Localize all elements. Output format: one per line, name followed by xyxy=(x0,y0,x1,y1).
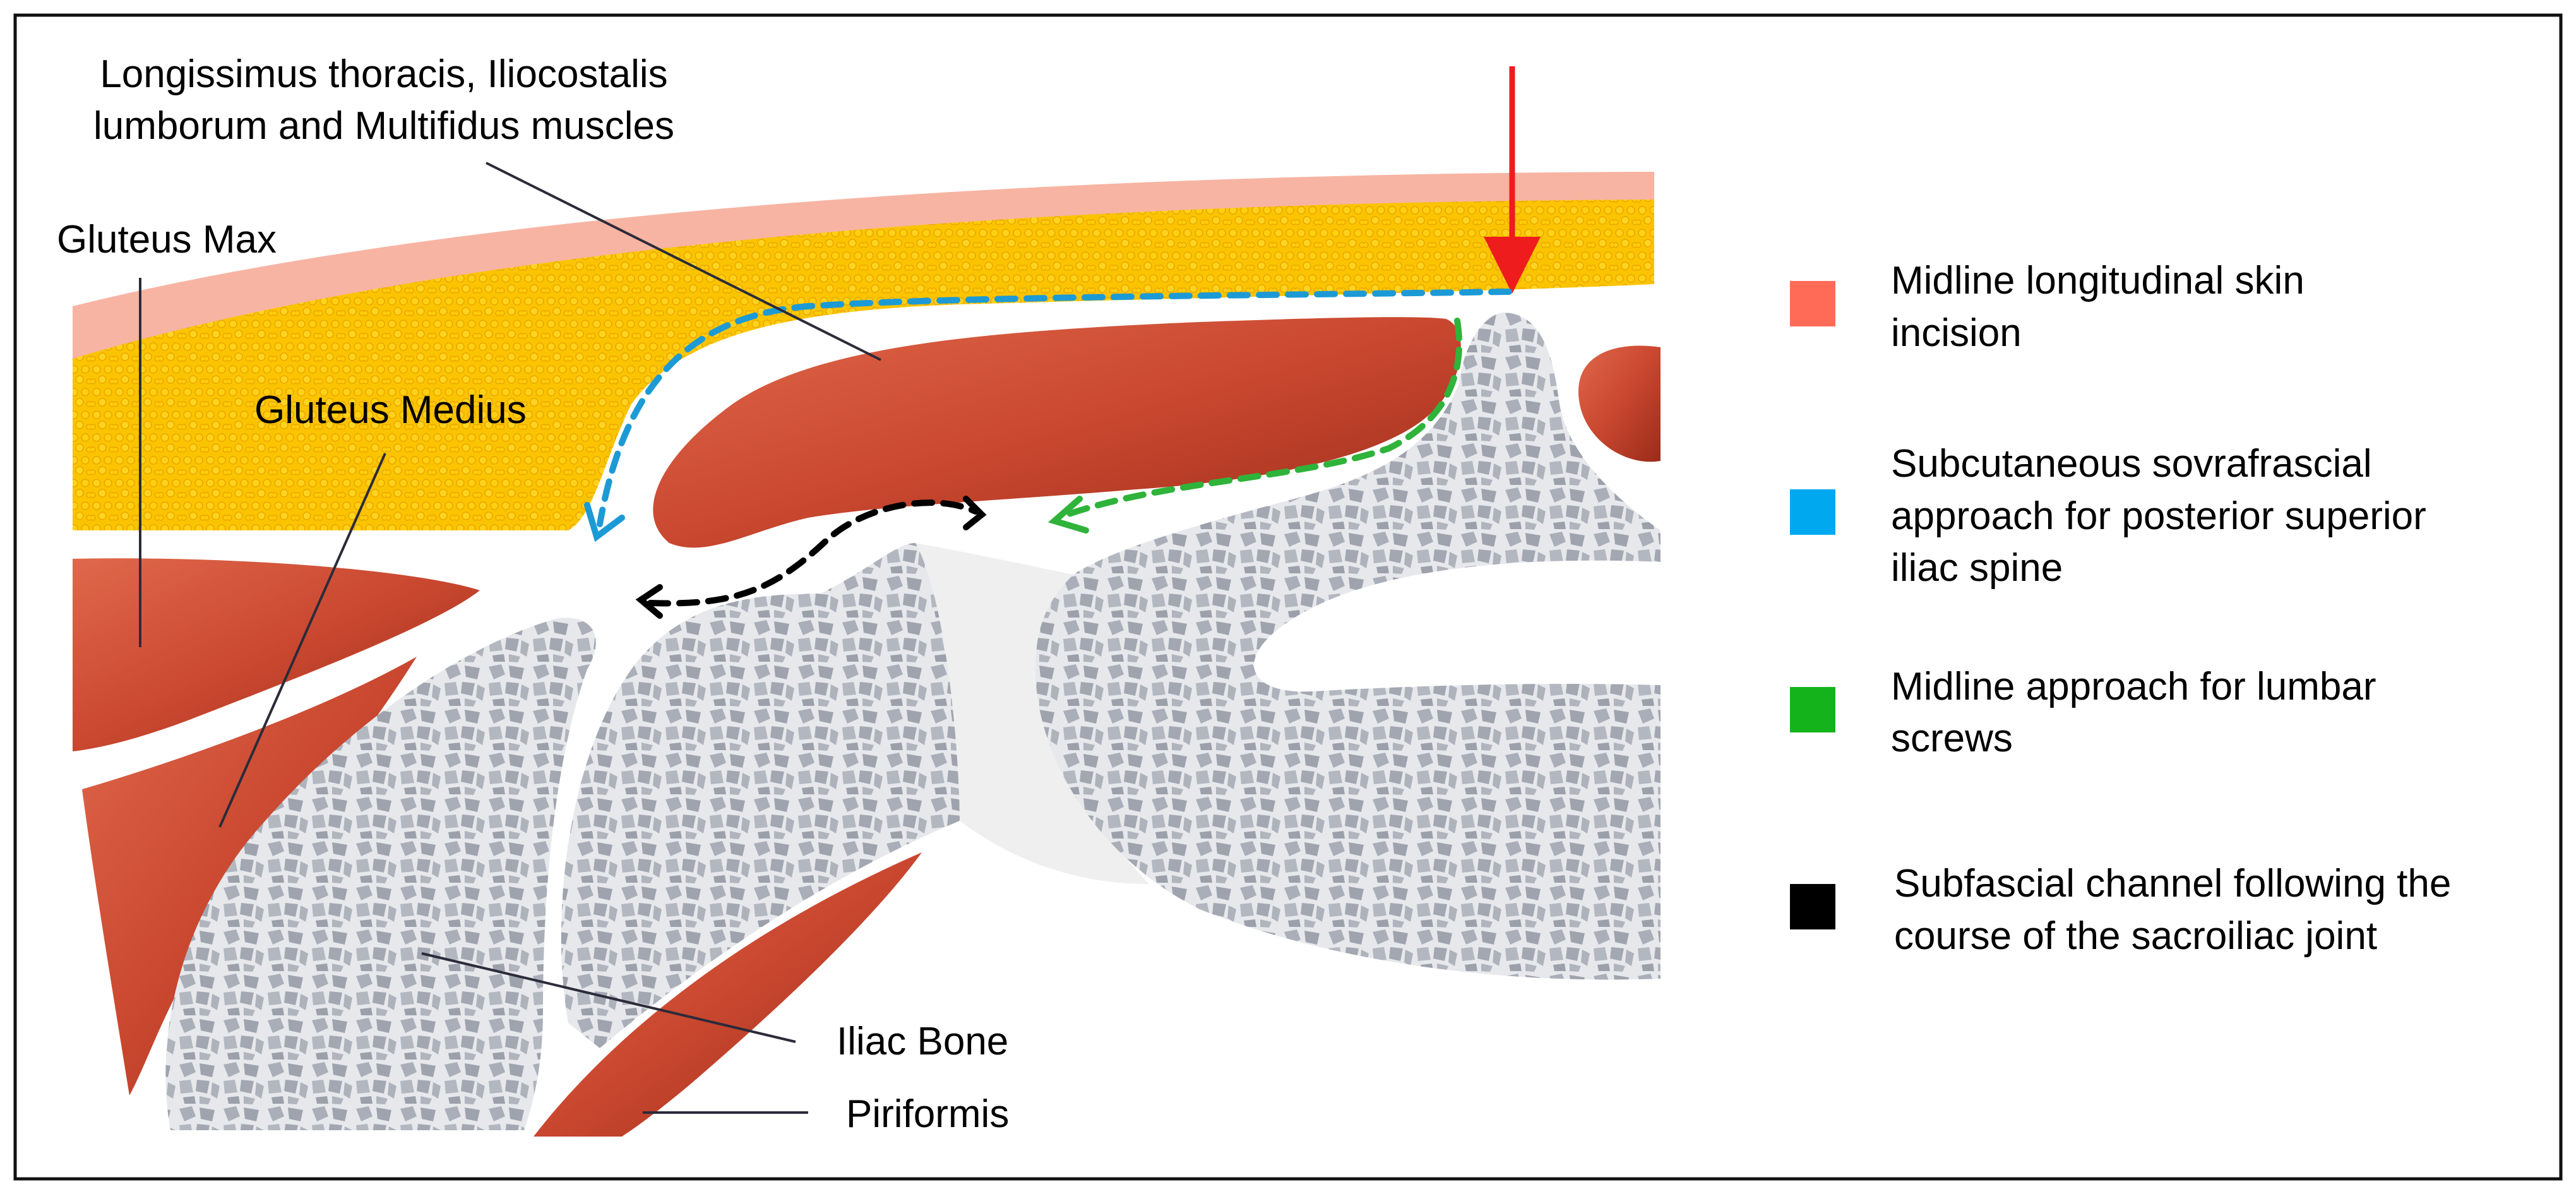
legend-item-incision: Midline longitudinal skin incision xyxy=(1790,259,2305,355)
anatomy-illustration: Longissimus thoracis, Iliocostalis lumbo… xyxy=(57,52,1661,1137)
gluteus-medius-label: Gluteus Medius xyxy=(254,388,527,432)
gluteus-medius-leader xyxy=(218,453,386,828)
gluteus-max-muscle xyxy=(73,558,480,751)
legend-text: iliac spine xyxy=(1891,546,2063,590)
sacral-canal xyxy=(1254,560,1661,692)
legend-item-subfascial: Subfascial channel following the course … xyxy=(1790,862,2451,958)
sacroiliac-cartilage xyxy=(915,543,1149,884)
sacrum-left-segment xyxy=(561,543,960,1048)
longissimus-label-line2: lumborum and Multifidus muscles xyxy=(93,104,674,148)
figure-border xyxy=(13,13,2563,1181)
paraspinal-muscle xyxy=(653,317,1461,548)
legend: Midline longitudinal skin incision Subcu… xyxy=(1790,259,2451,958)
subcutaneous-path xyxy=(597,289,1512,527)
skin-layer xyxy=(73,172,1654,360)
legend-text: Midline approach for lumbar xyxy=(1891,665,2376,708)
subfascial-arrowhead-left xyxy=(635,584,663,619)
legend-item-subcutaneous: Subcutaneous sovrafrascial approach for … xyxy=(1790,442,2426,590)
legend-swatch-midline xyxy=(1790,687,1835,732)
legend-swatch-subfascial xyxy=(1790,884,1835,929)
fat-layer xyxy=(73,200,1654,530)
legend-text: screws xyxy=(1891,717,2013,760)
longissimus-leader xyxy=(486,162,881,361)
legend-text: Midline longitudinal skin xyxy=(1891,259,2305,302)
small-muscle-right xyxy=(1578,345,1661,462)
iliac-bone-leader xyxy=(421,952,796,1043)
subfascial-arrowhead-right xyxy=(963,496,987,530)
iliac-bone xyxy=(165,618,596,1130)
legend-item-midline: Midline approach for lumbar screws xyxy=(1790,665,2376,760)
subfascial-path xyxy=(647,499,979,607)
legend-text: Subfascial channel following the xyxy=(1894,862,2451,905)
legend-swatch-subcutaneous xyxy=(1790,489,1835,535)
legend-text: course of the sacroiliac joint xyxy=(1894,914,2377,958)
legend-text: approach for posterior superior xyxy=(1891,494,2426,538)
gluteus-max-label: Gluteus Max xyxy=(57,218,277,261)
midline-path xyxy=(1064,318,1463,518)
iliac-bone-label: Iliac Bone xyxy=(837,1020,1008,1063)
legend-text: incision xyxy=(1891,311,2022,355)
midline-arrowhead xyxy=(1047,496,1089,534)
longissimus-label-line1: Longissimus thoracis, Iliocostalis xyxy=(100,52,667,96)
piriformis-muscle xyxy=(534,852,922,1137)
subcutaneous-arrowhead xyxy=(584,502,625,542)
legend-swatch-incision xyxy=(1790,281,1835,326)
piriformis-label: Piriformis xyxy=(846,1092,1009,1136)
legend-text: Subcutaneous sovrafrascial xyxy=(1891,442,2372,486)
